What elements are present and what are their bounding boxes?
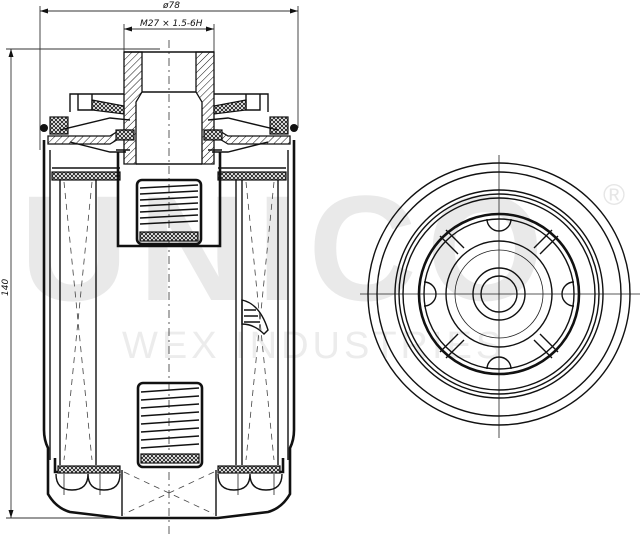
bottom-spring bbox=[136, 381, 204, 469]
diameter-label: ø78 bbox=[162, 1, 180, 11]
watermark: UNICO ® WEX INDUSTRIES bbox=[20, 164, 625, 367]
height-label: 140 bbox=[1, 279, 11, 296]
dimension-diameter: ø78 bbox=[39, 1, 299, 150]
watermark-registered: ® bbox=[603, 179, 625, 212]
dimension-height: 140 bbox=[1, 48, 160, 519]
top-spring bbox=[135, 178, 203, 246]
section-view bbox=[40, 40, 298, 535]
filter-media-left bbox=[59, 180, 97, 465]
filter-media-right bbox=[235, 180, 279, 465]
thread-label: M27 × 1.5-6H bbox=[140, 19, 203, 29]
watermark-subtitle: WEX INDUSTRIES bbox=[122, 325, 505, 367]
dimension-thread: M27 × 1.5-6H bbox=[123, 19, 215, 52]
top-view bbox=[360, 155, 640, 438]
